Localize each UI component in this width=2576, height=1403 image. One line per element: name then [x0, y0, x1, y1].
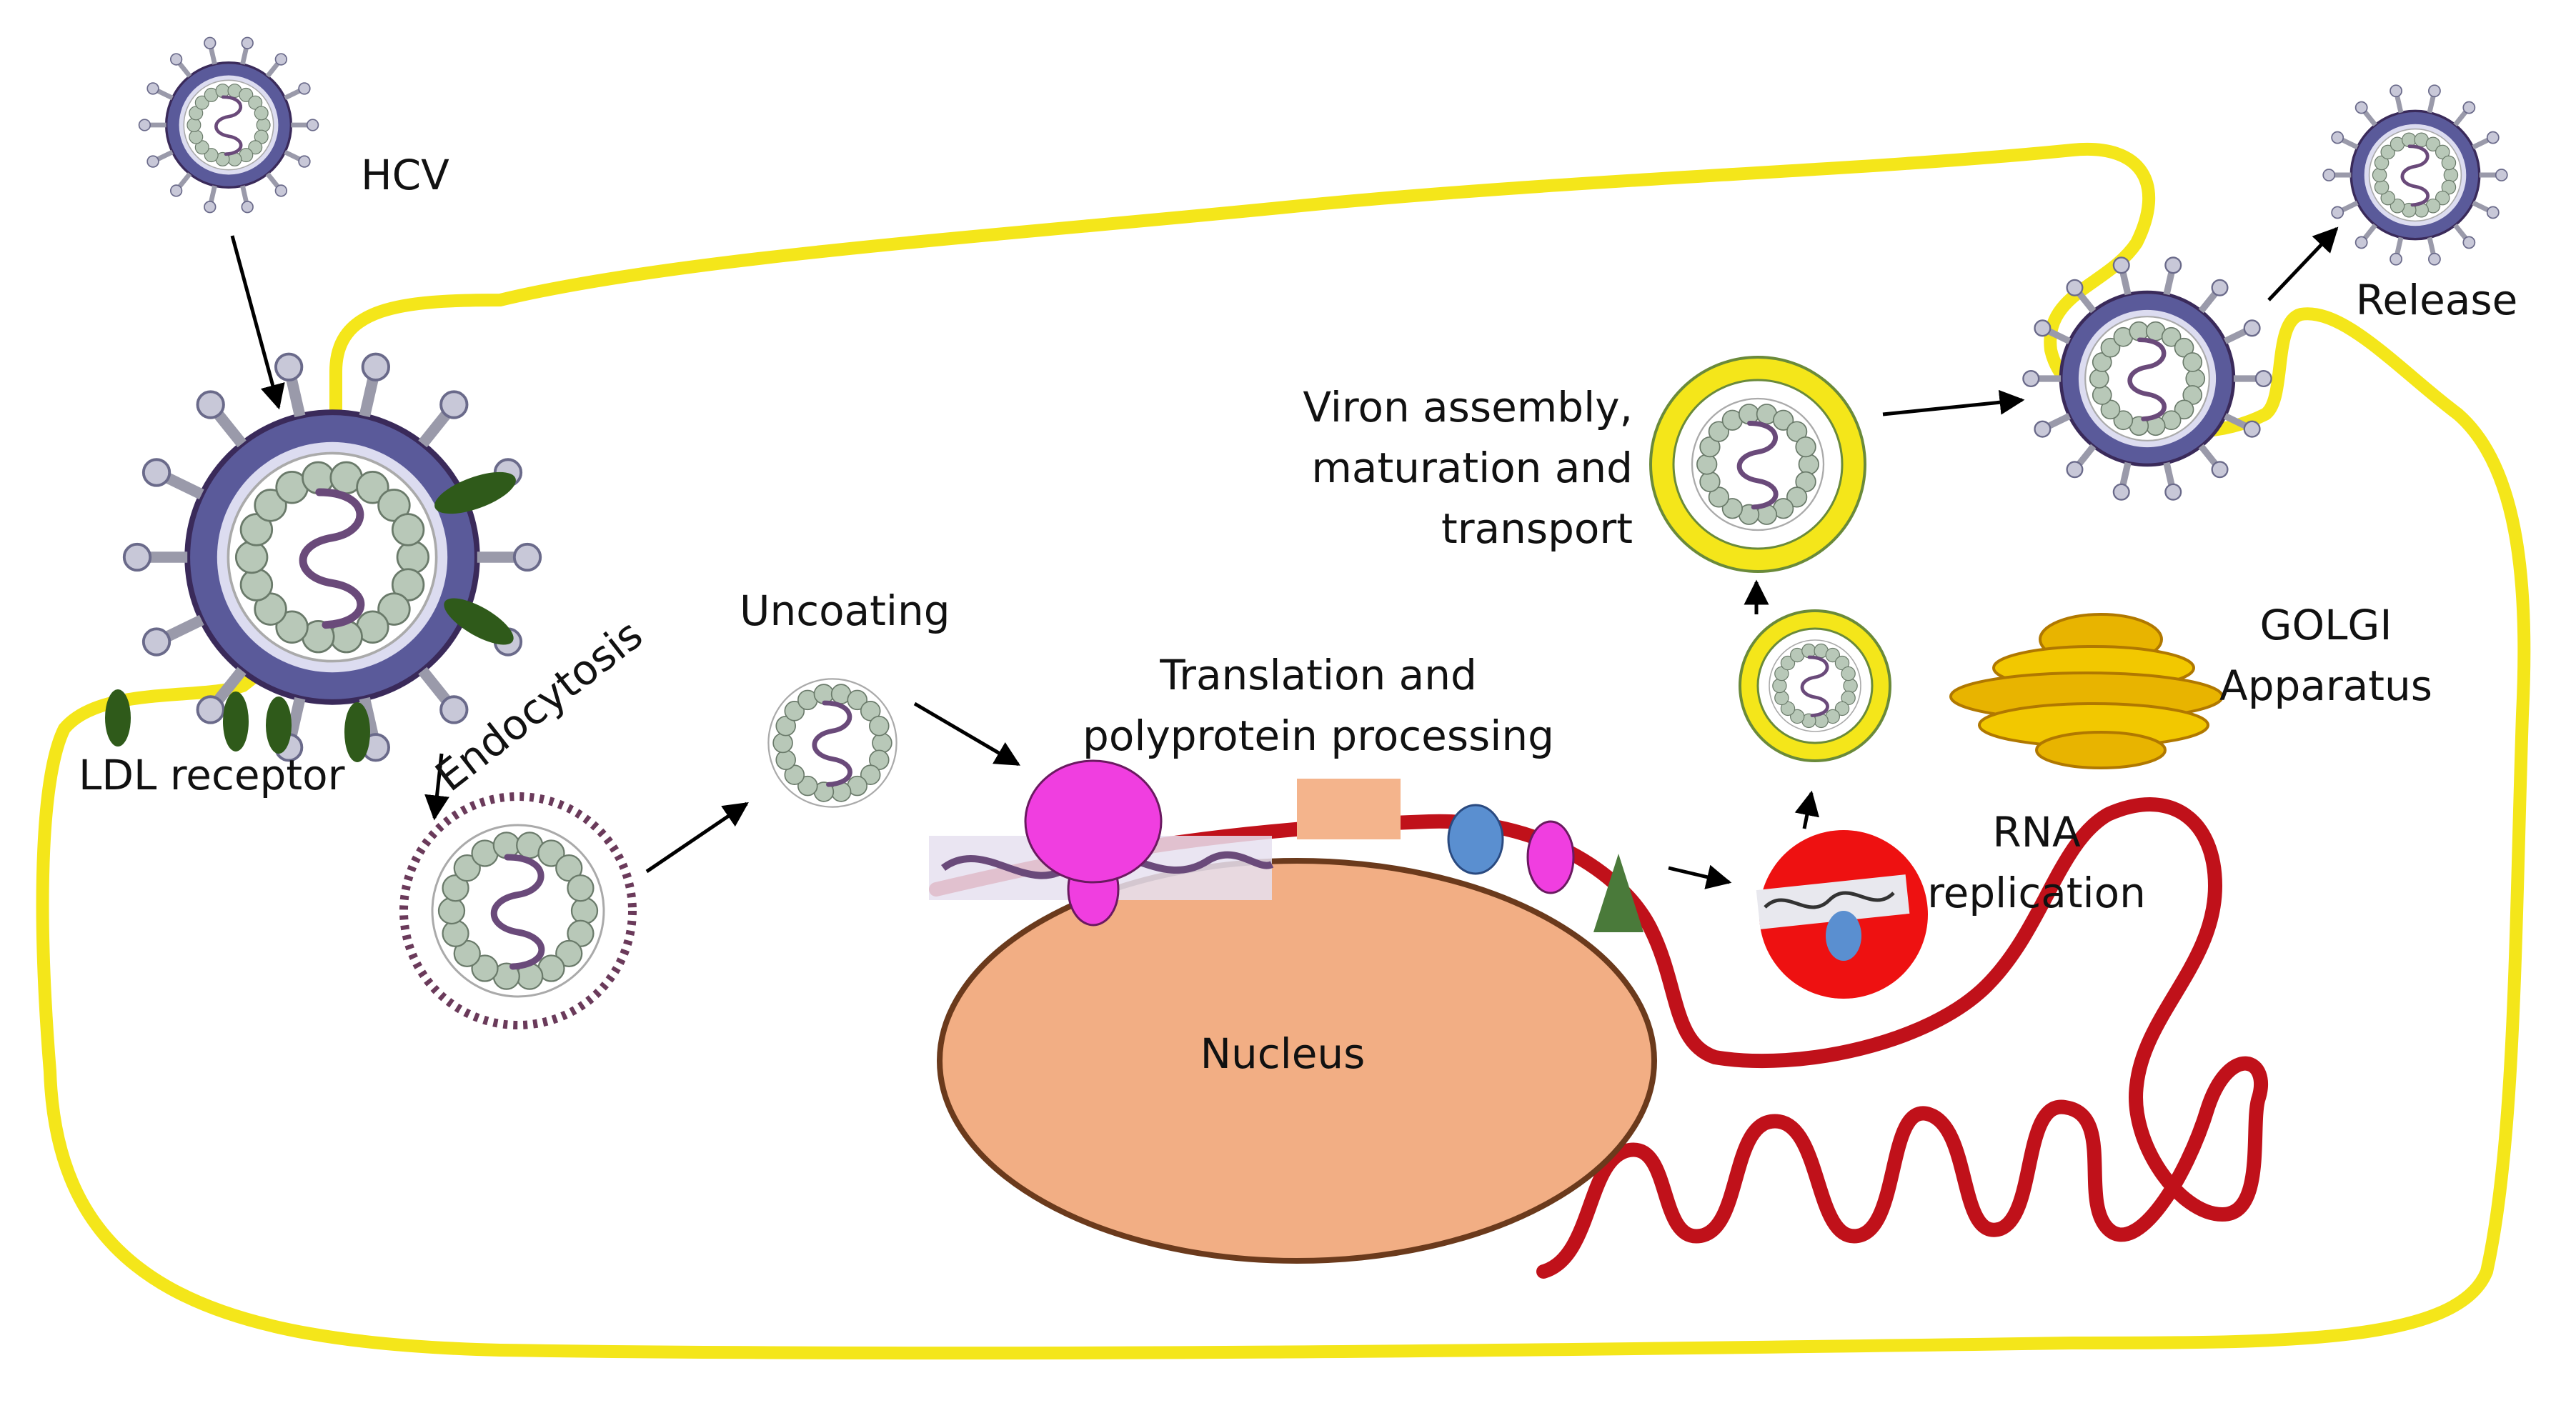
arrow-uncoating-to-ribosome: [913, 702, 1021, 767]
hcv-virion-icon: [138, 36, 319, 214]
translation-label-line2: polyprotein processing: [1083, 712, 1554, 760]
ldl-receptor-label: LDL receptor: [79, 751, 345, 799]
golgi-label-line2: Apparatus: [2219, 661, 2432, 710]
endocytic-vesicle-icon: [399, 792, 637, 1029]
arrow-release: [2267, 226, 2339, 301]
pink-protein-icon: [1526, 820, 1575, 894]
arrow-vesicle-to-uncoating: [645, 802, 749, 874]
translation-label-line1: Translation and: [1159, 651, 1477, 699]
viron-label-line2: maturation and: [1311, 444, 1633, 492]
golgi-label-line1: GOLGI: [2260, 601, 2392, 649]
ribosome-icon: [1024, 759, 1163, 927]
arrow-replication-to-vesicle: [1794, 790, 1819, 829]
hcv-virion-budding-icon: [2022, 256, 2272, 501]
arrow-endocytosis: [424, 753, 449, 821]
nucleus: [937, 858, 1657, 1264]
ldl-receptor-icons: [105, 471, 516, 762]
arrow-hcv-to-entry: [230, 235, 285, 410]
arrow-er-to-replication: [1668, 864, 1732, 889]
hcv-virion-entry-icon: [122, 352, 542, 762]
nucleus-label: Nucleus: [1200, 1029, 1366, 1078]
rna-label-line2: replication: [1927, 869, 2146, 917]
hcv-virion-released-icon: [2322, 84, 2508, 266]
arrow-vesicle-to-membrane: [1882, 389, 2025, 416]
vesicle-large-icon: [1649, 356, 1866, 573]
viron-label-line1: Viron assembly,: [1303, 383, 1633, 431]
release-label: Release: [2356, 276, 2518, 324]
vesicle-small-icon: [1739, 609, 1891, 762]
triangle-protein-icon: [1593, 854, 1643, 932]
replication-complex-icon: [1756, 830, 1928, 999]
viron-label-line3: transport: [1441, 504, 1633, 553]
blue-protein-icon: [1447, 804, 1504, 875]
golgi-icon: [1949, 613, 2224, 769]
er-membrane: [929, 797, 2268, 1279]
cell-membrane: [36, 142, 2531, 1360]
rna-label-line1: RNA: [1992, 808, 2081, 857]
capsid-icon: [768, 679, 896, 807]
block-protein-icon: [1297, 779, 1401, 839]
hcv-label: HCV: [361, 151, 449, 199]
uncoating-label: Uncoating: [740, 586, 950, 635]
